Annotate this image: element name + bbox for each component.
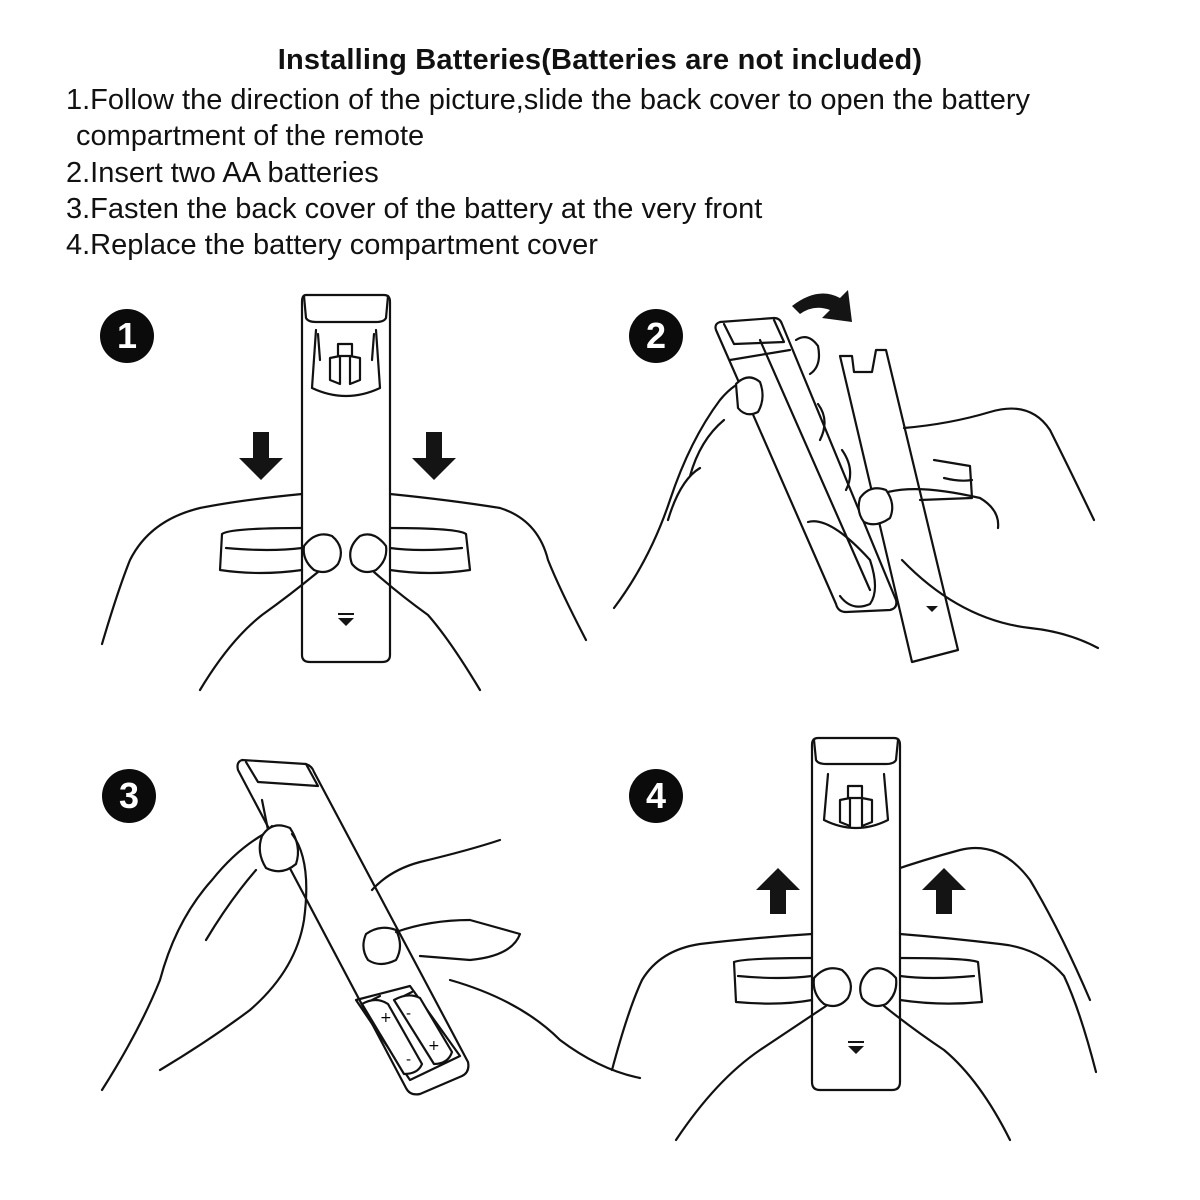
right-hand bbox=[902, 407, 1096, 522]
battery-plus-mark: + bbox=[380, 1010, 392, 1026]
figure-1-open-cover bbox=[100, 293, 588, 692]
latch-detail bbox=[328, 342, 362, 386]
step-3-text: 3.Fasten the back cover of the battery a… bbox=[66, 193, 763, 225]
down-arrow-icon bbox=[412, 432, 456, 480]
slide-triangle-icon bbox=[338, 618, 354, 626]
right-hand bbox=[388, 492, 588, 642]
step-3-badge: 3 bbox=[102, 769, 156, 823]
up-arrow-icon bbox=[922, 868, 966, 914]
figure-4-replace-cover bbox=[610, 736, 1098, 1142]
remote-top-cap bbox=[302, 294, 390, 324]
battery-plus-mark: + bbox=[428, 1038, 440, 1054]
step-4-text: 4.Replace the battery compartment cover bbox=[66, 229, 598, 261]
figure-2-remove-cover bbox=[612, 290, 1100, 664]
step-2-text: 2.Insert two AA batteries bbox=[66, 157, 379, 189]
figure-3-insert-batteries: + - - + bbox=[100, 758, 1092, 1096]
step-1-text: 1.Follow the direction of the picture,sl… bbox=[66, 84, 1030, 116]
curved-arrow-icon bbox=[792, 290, 852, 322]
step-1-badge: 1 bbox=[100, 309, 154, 363]
battery-right bbox=[392, 990, 454, 1066]
battery-latch bbox=[822, 772, 890, 830]
step-2-badge: 2 bbox=[629, 309, 683, 363]
remote-body bbox=[810, 736, 902, 1092]
left-hand bbox=[100, 832, 266, 1092]
step-4-badge: 4 bbox=[629, 769, 683, 823]
left-hand bbox=[610, 932, 814, 1072]
battery-latch bbox=[310, 328, 382, 398]
battery-left bbox=[360, 994, 424, 1076]
left-hand bbox=[100, 492, 304, 646]
page-title: Installing Batteries(Batteries are not i… bbox=[277, 44, 923, 76]
down-arrow-icon bbox=[239, 432, 283, 480]
battery-minus-mark: - bbox=[406, 1052, 411, 1068]
left-hand bbox=[612, 379, 758, 610]
up-arrow-icon bbox=[756, 868, 800, 914]
slide-triangle-icon bbox=[926, 606, 938, 612]
battery-minus-mark: - bbox=[406, 1006, 411, 1022]
step-1-text-continued: compartment of the remote bbox=[76, 120, 425, 152]
slide-triangle-icon bbox=[848, 1046, 864, 1054]
right-hand bbox=[898, 932, 1098, 1074]
